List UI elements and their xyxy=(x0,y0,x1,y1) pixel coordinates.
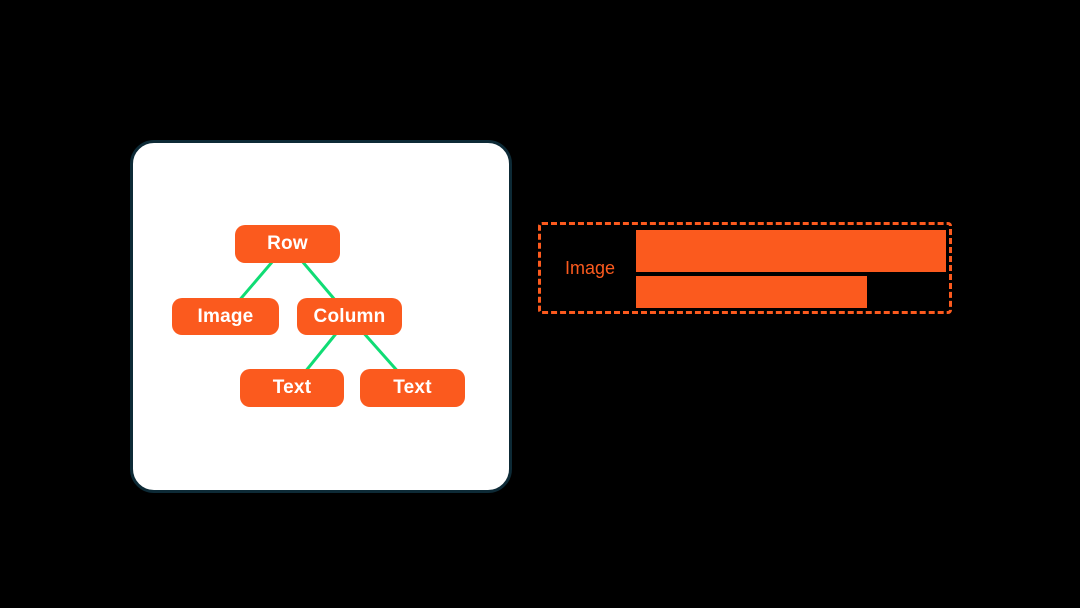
tree-node-image: Image xyxy=(172,298,279,335)
widget-tree-card: Row Image Column Text Text xyxy=(130,140,512,493)
tree-node-column: Column xyxy=(297,298,402,335)
tree-node-label: Row xyxy=(267,233,308,254)
tree-node-text-1: Text xyxy=(240,369,344,407)
text-line-bar-1 xyxy=(636,230,946,272)
tree-node-label: Image xyxy=(197,305,254,327)
tree-node-row: Row xyxy=(235,225,340,263)
text-line-bar-2 xyxy=(636,276,867,308)
tree-node-label: Column xyxy=(313,305,386,327)
tree-node-label: Text xyxy=(272,377,312,398)
image-region-label: Image xyxy=(565,257,616,278)
layout-preview-row: Image xyxy=(538,222,952,314)
tree-node-label: Text xyxy=(393,377,432,398)
tree-node-text-2: Text xyxy=(360,369,465,407)
